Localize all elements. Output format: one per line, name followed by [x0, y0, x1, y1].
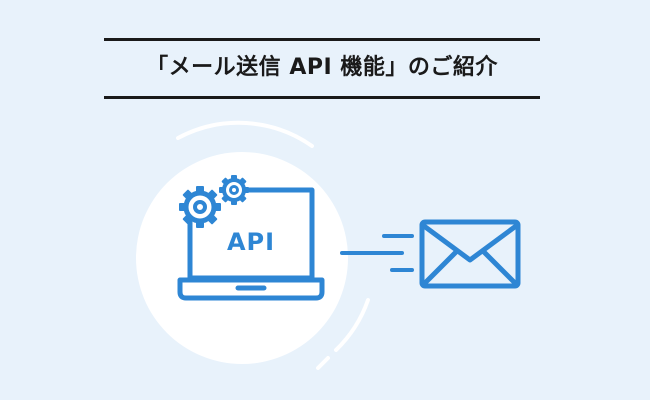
- gear-icon-small: [219, 175, 249, 205]
- title-rule-bottom: [104, 96, 540, 99]
- gear-icon: [179, 186, 221, 228]
- laptop-base: [177, 277, 325, 301]
- title-rule-top: [104, 38, 540, 41]
- decor-arc-bottom-right: [334, 298, 370, 352]
- title-block: 「メール送信 API 機能」のご紹介: [104, 38, 540, 100]
- envelope-icon: [419, 219, 521, 289]
- decor-dash-1: [316, 356, 330, 370]
- laptop-screen-label: API: [227, 228, 275, 256]
- motion-lines-icon: [340, 234, 414, 272]
- laptop-icon: [177, 187, 325, 301]
- decor-arc-top: [176, 120, 314, 148]
- page-title: 「メール送信 API 機能」のご紹介: [146, 55, 498, 80]
